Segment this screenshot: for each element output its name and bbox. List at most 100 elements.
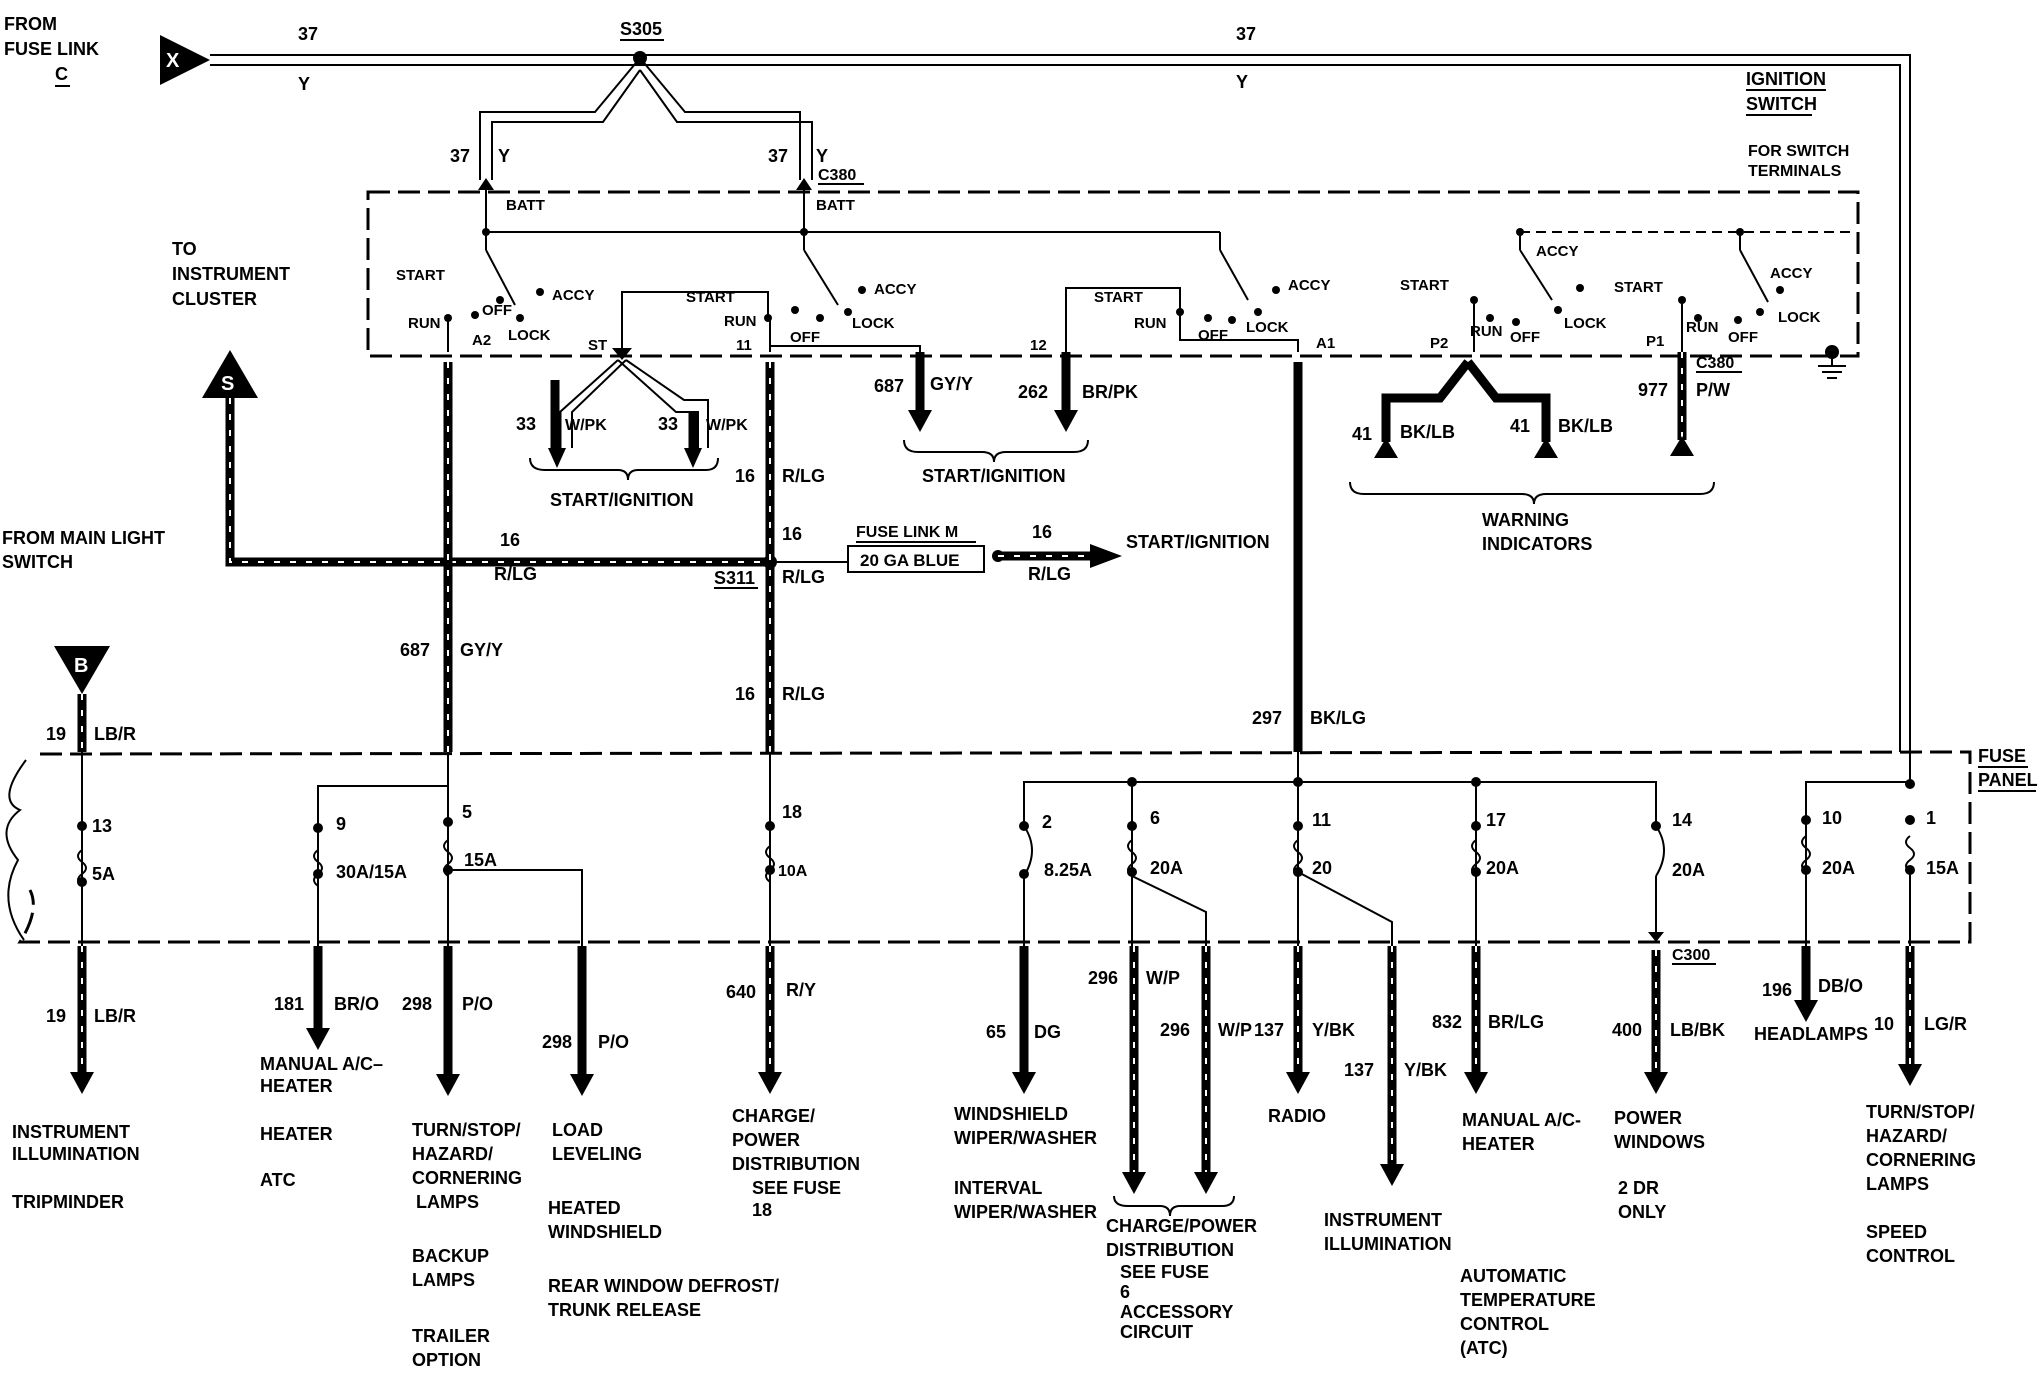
splice-s305: S305 xyxy=(620,19,662,39)
wire-37-right-color: Y xyxy=(1236,72,1248,92)
term-p2: P2 xyxy=(1430,335,1448,352)
fuse-17-num: 17 xyxy=(1486,810,1506,830)
term-12: 12 xyxy=(1030,337,1047,354)
fuse-6-rating: 20A xyxy=(1150,858,1183,878)
output-640-line-1: CHARGE/ xyxy=(732,1106,815,1126)
fuse-13-num: 13 xyxy=(92,816,112,836)
wire-19-top-color: LB/R xyxy=(94,724,136,744)
output-10-line-2: HAZARD/ xyxy=(1866,1126,1947,1146)
connector-s-label: S xyxy=(221,373,234,395)
output-65-wire: 65 xyxy=(986,1022,1006,1042)
switch-section-a1: START RUN OFF ACCY LOCK 12 A1 xyxy=(1030,249,1335,354)
fuse-panel-label-1: FUSE xyxy=(1978,746,2026,766)
wire-687-top: 687 xyxy=(874,376,904,396)
fuse-1: 1 15A xyxy=(1905,779,1959,946)
fuse-1-rating: 15A xyxy=(1926,858,1959,878)
ground-icon xyxy=(1818,345,1846,379)
output-19-wire: 19 xyxy=(46,1006,66,1026)
from-main-light-2: SWITCH xyxy=(2,552,73,572)
output-298b-color: P/O xyxy=(598,1032,629,1052)
fuse-10: 10 20A xyxy=(1801,782,1855,946)
wire-16b: 16 xyxy=(735,466,755,486)
switch-section-p1: START RUN OFF ACCY LOCK P1 C380 xyxy=(1614,249,1821,373)
output-65-color: DG xyxy=(1034,1022,1061,1042)
fuse-panel-label-2: PANEL xyxy=(1978,770,2038,790)
wire-16e-color: R/LG xyxy=(1028,564,1071,584)
fuse-link-m-box xyxy=(847,545,985,573)
wire-37-right: 37 xyxy=(1236,24,1256,44)
output-137b-color: Y/BK xyxy=(1404,1060,1447,1080)
wire-16d: 16 xyxy=(735,684,755,704)
output-298b-line-4: WINDSHIELD xyxy=(548,1222,662,1242)
a2-accy: ACCY xyxy=(552,287,595,304)
output-640-line-5: 18 xyxy=(752,1200,772,1220)
warning-label-2: INDICATORS xyxy=(1482,534,1592,554)
st-lock: LOCK xyxy=(852,315,895,332)
a1-accy: ACCY xyxy=(1288,277,1331,294)
fuse-18-num: 18 xyxy=(782,802,802,822)
vertical-feeds: 687 GY/Y 16 R/LG 297 BK/LG B 19 LB/R xyxy=(46,362,1366,752)
wire-41a-color: BK/LB xyxy=(1400,422,1455,442)
from-fuse-link-id: C xyxy=(55,64,68,84)
output-296a-wire: 296 xyxy=(1088,968,1118,988)
a1-start: START xyxy=(1094,289,1143,306)
start-ignition-label-2: START/IGNITION xyxy=(922,466,1066,486)
output-181-line-4: ATC xyxy=(260,1170,296,1190)
a2-lock: LOCK xyxy=(508,327,551,344)
wire-262-color: BR/PK xyxy=(1082,382,1138,402)
wire-37a: 37 xyxy=(450,146,470,166)
output-298b-line-5: REAR WINDOW DEFROST/ xyxy=(548,1276,779,1296)
ignition-switch-title-1: IGNITION xyxy=(1746,69,1826,89)
fuse-2-rating: 8.25A xyxy=(1044,860,1092,880)
wire-41b: 41 xyxy=(1510,416,1530,436)
connector-c300: C300 xyxy=(1672,947,1710,964)
a2-off: OFF xyxy=(482,302,512,319)
ignition-switch: IGNITION SWITCH FOR SWITCH TERMINALS 37 … xyxy=(172,69,1860,379)
output-640-wire: 640 xyxy=(726,982,756,1002)
output-19-line-1: INSTRUMENT xyxy=(12,1122,130,1142)
output-196-line-1: HEADLAMPS xyxy=(1754,1024,1868,1044)
fuse-9-rating: 30A/15A xyxy=(336,862,407,882)
output-181-color: BR/O xyxy=(334,994,379,1014)
output-400-line-4: ONLY xyxy=(1618,1202,1666,1222)
st-off: OFF xyxy=(790,329,820,346)
switch-terminals-note-1: FOR SWITCH xyxy=(1748,143,1849,160)
output-137a-wire: 137 xyxy=(1254,1020,1284,1040)
ignition-switch-box xyxy=(366,190,1860,358)
output-181-line-2: HEATER xyxy=(260,1076,333,1096)
to-cluster-3: CLUSTER xyxy=(172,289,257,309)
term-11: 11 xyxy=(736,337,752,354)
connector-b-shape xyxy=(54,646,110,694)
ignition-switch-title-2: SWITCH xyxy=(1746,94,1817,114)
wire-977: 977 xyxy=(1638,380,1668,400)
output-19: 19 LB/R INSTRUMENT ILLUMINATION TRIPMIND… xyxy=(12,946,140,1212)
connector-b-label: B xyxy=(74,655,88,677)
output-10-line-4: LAMPS xyxy=(1866,1174,1929,1194)
wire-16d-color: R/LG xyxy=(782,684,825,704)
output-65-line-2: WIPER/WASHER xyxy=(954,1128,1097,1148)
splice-s311: S311 xyxy=(714,568,755,588)
fuse-link-m-box-text: 20 GA BLUE xyxy=(860,551,960,570)
warning-label-1: WARNING xyxy=(1482,510,1569,530)
fuse-5-num: 5 xyxy=(462,802,472,822)
wire-687-top-color: GY/Y xyxy=(930,374,973,394)
p1-off: OFF xyxy=(1728,329,1758,346)
fuse-11-num: 11 xyxy=(1312,810,1331,830)
to-cluster-1: TO xyxy=(172,239,197,259)
wire-33a-color: W/PK xyxy=(565,417,607,434)
output-832-line-6: (ATC) xyxy=(1460,1338,1508,1358)
output-400-line-2: WINDOWS xyxy=(1614,1132,1705,1152)
output-137b-line-2: ILLUMINATION xyxy=(1324,1234,1452,1254)
connector-c380-top: C380 xyxy=(818,167,856,184)
fuse-13-rating: 5A xyxy=(92,864,115,884)
output-640: 640 R/Y CHARGE/ POWER DISTRIBUTION SEE F… xyxy=(726,946,860,1220)
fuse-6-num: 6 xyxy=(1150,808,1160,828)
output-832-line-4: TEMPERATURE xyxy=(1460,1290,1596,1310)
output-137b-wire: 137 xyxy=(1344,1060,1374,1080)
output-296a-color: W/P xyxy=(1146,968,1180,988)
p1-start: START xyxy=(1614,279,1663,296)
output-10-line-3: CORNERING xyxy=(1866,1150,1976,1170)
output-640-color: R/Y xyxy=(786,980,816,1000)
output-400: 400 LB/BK POWER WINDOWS 2 DR ONLY xyxy=(1612,950,1725,1222)
